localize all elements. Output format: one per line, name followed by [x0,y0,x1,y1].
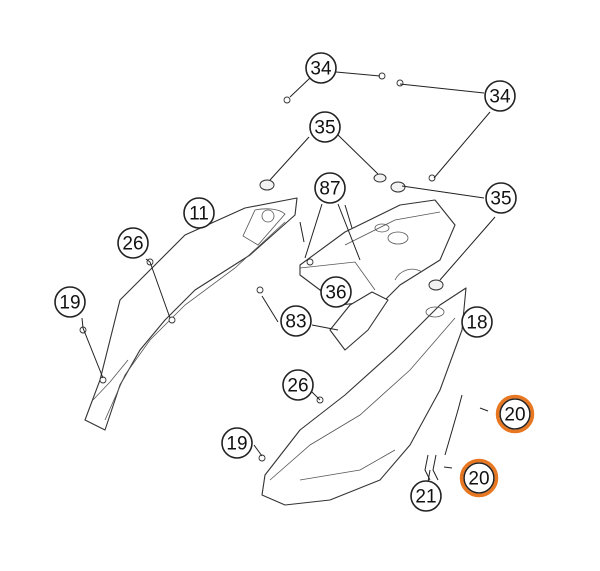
callout-20: 20 [459,458,499,498]
callout-20: 20 [495,394,535,434]
callout-group: 34 34 35 35 87 11 26 19 36 83 18 26 19 20 20 21 [54,52,535,512]
callout-label: 87 [319,179,340,200]
left-side-panel [84,197,298,431]
callout-circle [309,111,341,143]
callout-18: 18 [461,306,493,338]
callout-circle [280,305,312,337]
callout-83: 83 [280,305,312,337]
grommets [259,173,444,291]
callout-label: 34 [489,87,511,108]
callout-circle [282,369,314,401]
callout-label: 20 [468,469,489,490]
callout-circle [499,398,531,430]
callout-34: 34 [305,52,337,84]
callout-21: 21 [410,480,442,512]
callout-label: 35 [490,189,511,210]
fasteners [79,72,489,481]
callout-label: 35 [314,118,335,139]
callout-label: 18 [466,313,487,334]
callout-circle [410,480,442,512]
callout-26: 26 [282,369,314,401]
callout-36: 36 [320,276,352,308]
callout-circle [117,227,149,259]
callout-circle [305,52,337,84]
callout-label: 26 [287,376,308,397]
callout-35: 35 [485,182,517,214]
callout-label: 26 [122,234,143,255]
callout-label: 20 [504,405,525,426]
callout-26: 26 [117,227,149,259]
callout-label: 36 [325,283,346,304]
callout-label: 83 [285,312,306,333]
callout-19: 19 [54,286,86,318]
callout-label: 34 [310,59,332,80]
callout-circle [461,306,493,338]
callout-circle [485,182,517,214]
callout-87: 87 [314,172,346,204]
highlight-ring [495,394,535,434]
callout-11: 11 [183,197,215,229]
callout-circle [484,80,516,112]
callout-circle [320,276,352,308]
callout-34: 34 [484,80,516,112]
right-side-panel [261,287,467,506]
callout-label: 21 [415,487,436,508]
highlight-ring [459,458,499,498]
callout-label: 11 [189,204,209,225]
callout-35: 35 [309,111,341,143]
callout-label: 19 [59,293,80,314]
callout-circle [463,462,495,494]
callout-circle [314,172,346,204]
callout-circle [54,286,86,318]
leader-lines [81,71,496,483]
callout-label: 19 [226,434,247,455]
callout-circle [183,197,215,229]
callout-19: 19 [221,427,253,459]
callout-circle [221,427,253,459]
